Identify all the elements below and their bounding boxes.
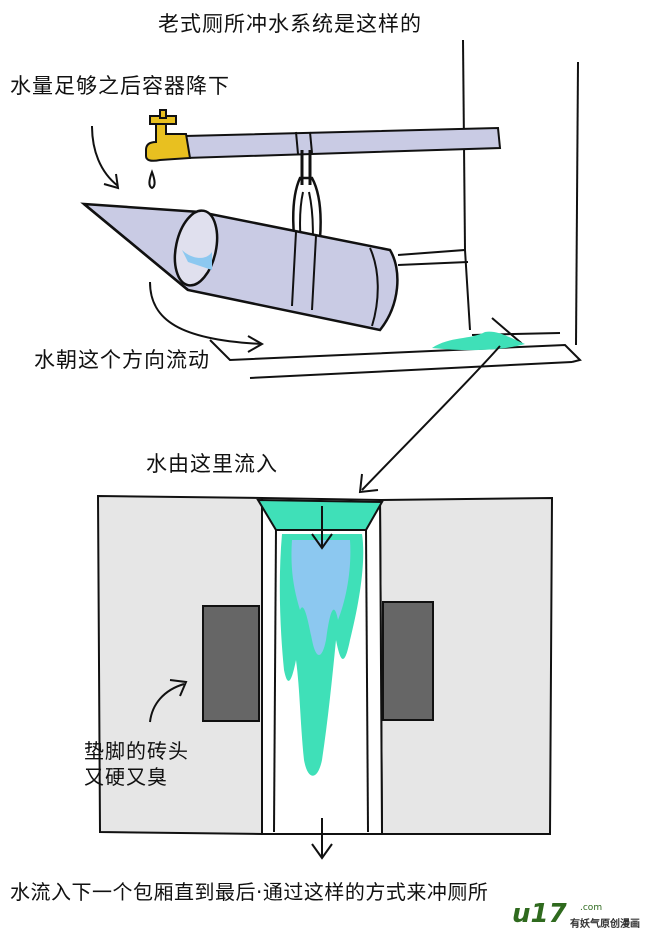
arrow-icon-flow [149, 281, 265, 353]
logo-domain: .com [580, 903, 603, 913]
caption-bricks: 垫脚的砖头 又硬又臭 [84, 738, 189, 790]
faucet-icon [145, 109, 192, 162]
wall-structure [397, 39, 579, 346]
caption-bricks-line2: 又硬又臭 [84, 765, 168, 789]
page-title: 老式厕所冲水系统是这样的 [158, 12, 422, 36]
arrow-icon-to-container [91, 125, 120, 190]
tilting-container [80, 202, 399, 332]
logo-tagline: 有妖气原创漫画 [570, 919, 640, 930]
water-drop-icon [148, 169, 156, 190]
caption-bricks-line1: 垫脚的砖头 [84, 739, 189, 763]
water-stream-highlight [291, 540, 351, 655]
caption-flow-direction: 水朝这个方向流动 [34, 348, 210, 372]
caption-bottom: 水流入下一个包厢直到最后·通过这样的方式来冲厕所 [10, 880, 489, 904]
channel-lines [273, 527, 369, 833]
brick-left [202, 605, 260, 722]
water-pipe [183, 126, 502, 160]
arrow-icon-down-outflow [311, 818, 333, 860]
caption-water-full: 水量足够之后容器降下 [10, 74, 230, 98]
logo-brand: u17 [512, 899, 567, 929]
site-logo: u17 .com 有妖气原创漫画 [512, 899, 652, 930]
arrow-icon-to-brick [149, 679, 188, 723]
brick-right [382, 601, 434, 721]
inflow-funnel [256, 498, 384, 531]
water-puddle [432, 331, 525, 351]
arrow-icon-to-inflow [358, 345, 501, 494]
flow-channel-arrow [209, 317, 582, 379]
arrow-icon-down-inflow [311, 506, 333, 550]
caption-inflow: 水由这里流入 [146, 452, 278, 476]
